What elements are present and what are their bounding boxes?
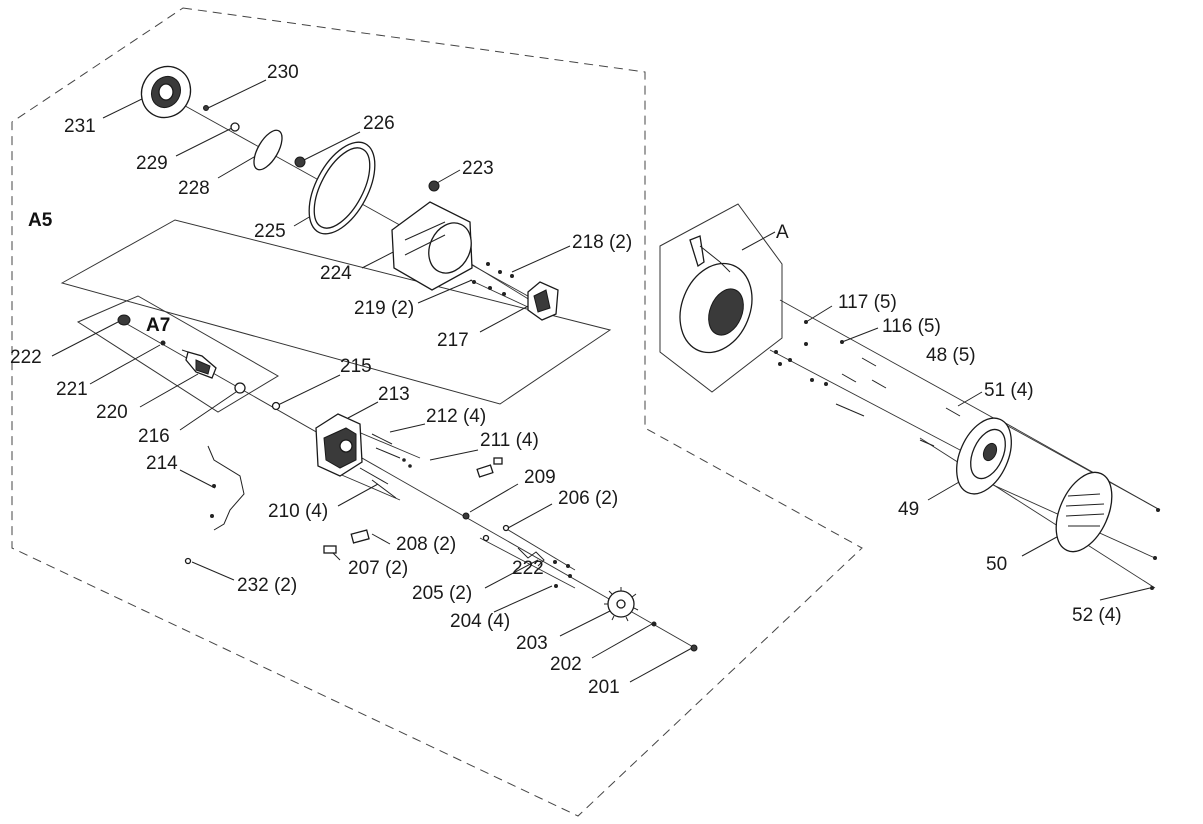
part-label-224: 224 [320,263,352,284]
part-214-wire-lead [207,445,245,531]
part-label-207: 207 (2) [348,558,408,579]
part-203-fan-impeller [604,587,639,622]
part-label-210: 210 (4) [268,501,328,522]
part-label-222b: 222 [512,558,544,579]
part-label-231: 231 [64,116,96,137]
part-201-nut [690,644,698,652]
part-label-50: 50 [986,554,1007,575]
part-label-217: 217 [437,330,469,351]
part-label-212: 212 (4) [426,406,486,427]
part-207-connector [323,545,337,554]
part-221-washer [160,340,166,346]
part-51-screws [919,407,961,447]
part-228-disc [253,129,283,171]
part-211-brush-holder [476,457,503,478]
part-label-116: 116 (5) [882,316,941,337]
part-label-219: 219 (2) [354,298,414,319]
part-label-214: 214 [146,453,178,474]
part-a-stator-assembly [679,235,753,354]
part-208-connector [350,529,370,544]
part-217-bracket [527,281,559,321]
part-label-230: 230 [267,62,299,83]
part-label-215: 215 [340,356,372,377]
part-label-216: 216 [138,426,170,447]
part-222-bearing [117,314,131,326]
part-231-end-cap [140,65,192,119]
part-label-232: 232 (2) [237,575,297,596]
part-label-208: 208 (2) [396,534,456,555]
part-label-205: 205 (2) [412,583,472,604]
part-label-220: 220 [96,402,128,423]
part-232-pin [184,557,192,565]
assembly-a5-boundary [11,7,863,817]
part-label-211: 211 (4) [480,430,539,451]
group-label-a5: A5 [28,210,53,231]
part-label-223: 223 [462,158,494,179]
part-label-52: 52 (4) [1072,605,1122,626]
part-label-117: 117 (5) [838,292,897,313]
subassembly-frame-large [60,219,612,405]
part-label-49: 49 [898,499,919,520]
group-label-a7: A7 [146,315,170,336]
part-label-202: 202 [550,654,582,675]
part-215-ring [271,401,281,411]
part-226-bearing [294,156,306,168]
part-49-end-frame [956,417,1012,495]
part-label-209: 209 [524,467,556,488]
part-117-116-48-screws [774,320,887,417]
group-a-frame [659,203,783,393]
subassembly-frame-a7 [76,295,279,413]
part-label-222: 222 [10,347,42,368]
part-213-motor-body [315,413,363,477]
part-209-washer [462,512,470,520]
part-label-221: 221 [56,379,88,400]
part-218-219-screws [472,262,514,296]
part-label-51: 51 (4) [984,380,1034,401]
part-220-armature [181,349,217,379]
part-label-213: 213 [378,384,410,405]
part-216-washer [234,382,246,394]
part-label-225: 225 [254,221,286,242]
part-label-204: 204 (4) [450,611,510,632]
part-label-228: 228 [178,178,210,199]
part-230-washer [203,105,209,111]
part-label-206: 206 (2) [558,488,618,509]
part-label-226: 226 [363,113,395,134]
part-206-spring-clip [517,547,545,567]
part-210-212-screws [359,433,412,499]
part-label-48: 48 (5) [926,345,976,366]
part-52-screws [1150,508,1160,590]
part-label-218: 218 (2) [572,232,632,253]
part-224-motor-housing [391,201,473,291]
part-223-nut [428,180,440,192]
part-229-washer [230,122,240,132]
part-202-washer [651,621,657,627]
part-50-grille-cover [1055,471,1113,553]
part-label-203: 203 [516,633,548,654]
leader-lines [51,79,1151,683]
part-label-201: 201 [588,677,620,698]
group-label-a: A [776,222,789,243]
part-label-229: 229 [136,153,168,174]
